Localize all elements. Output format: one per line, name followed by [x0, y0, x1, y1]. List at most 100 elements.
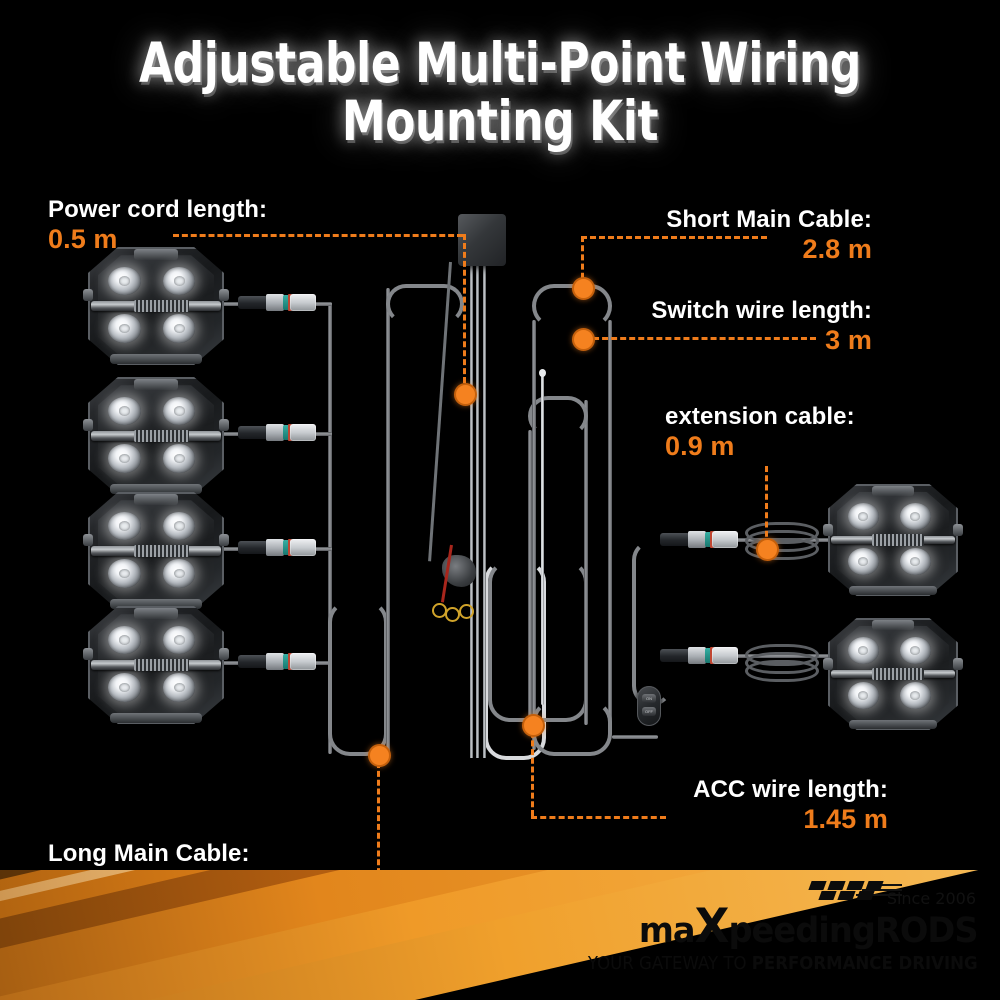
leader-power-cord: [173, 234, 463, 237]
pod-side-tab: [952, 658, 964, 670]
page-title: Adjustable Multi-Point Wiring Mounting K…: [0, 34, 1000, 150]
connector-collar: [266, 424, 284, 441]
wire-extension-branch: [632, 540, 672, 706]
callout-long-main-title: Long Main Cable:: [48, 840, 250, 867]
connector-seal: [283, 654, 291, 669]
logo-peeding: peeding: [728, 911, 876, 951]
connector-collar: [688, 531, 706, 548]
led-lens: [108, 267, 142, 296]
pod-top-plate: [872, 486, 914, 497]
led-lens: [108, 512, 142, 541]
led-lens: [162, 267, 196, 296]
connector-boot: [660, 649, 690, 662]
title-line-1: Adjustable Multi-Point Wiring: [138, 31, 862, 95]
led-pod-right-1: [822, 484, 964, 596]
logo-ma: ma: [639, 911, 696, 951]
extension-cable-coil-1: [745, 522, 819, 562]
wire-long-main-uturn: [328, 600, 388, 756]
pod-heatsink-fins: [134, 545, 189, 557]
pod-mount-bracket: [848, 585, 938, 595]
callout-acc-wire-value: 1.45 m: [803, 804, 888, 834]
wire-short-main-right: [608, 320, 612, 734]
tagline-bold: PERFORMANCE DRIVING: [752, 953, 978, 974]
led-pod-right-2: [822, 618, 964, 730]
pod-top-plate: [134, 379, 178, 390]
title-line-2: Mounting Kit: [341, 89, 659, 153]
connector-shell: [290, 424, 316, 441]
led-lens: [847, 547, 879, 575]
pod-side-tab: [218, 289, 230, 302]
node-long-main: [368, 744, 391, 767]
leader-extension: [765, 466, 768, 546]
connector-seal: [705, 532, 713, 547]
pod-side-tab: [82, 289, 94, 302]
led-lens: [108, 673, 142, 702]
pod-heatsink-fins: [872, 534, 925, 546]
pod-side-tab: [822, 658, 834, 670]
connector-shell: [290, 294, 316, 311]
wire-acc-uturn: [484, 560, 546, 760]
since-label: Since 2006: [886, 889, 976, 908]
wire-short-main-left: [532, 320, 536, 750]
wire-long-main-return: [386, 288, 390, 758]
pod-top-plate: [134, 608, 178, 619]
connector-boot: [238, 541, 268, 554]
pod-mount-bracket: [109, 484, 203, 494]
pod-mount-bracket: [848, 719, 938, 729]
ribbon-wire-2: [476, 262, 479, 758]
callout-switch-wire-title: Switch wire length:: [651, 297, 872, 324]
callout-power-cord-value: 0.5 m: [48, 224, 118, 254]
pod-mount-bracket: [109, 599, 203, 609]
led-lens: [162, 512, 196, 541]
callout-power-cord-title: Power cord length:: [48, 196, 268, 223]
callout-extension-value: 0.9 m: [665, 431, 735, 461]
led-lens: [847, 637, 879, 664]
node-short-main: [572, 277, 595, 300]
pod-side-tab: [822, 524, 834, 536]
led-lens: [847, 681, 879, 709]
callout-switch-wire-value: 3 m: [825, 325, 872, 355]
pod-top-plate: [134, 494, 178, 505]
callout-extension-title: extension cable:: [665, 403, 855, 430]
node-extension: [756, 538, 779, 561]
pod-side-tab: [82, 534, 94, 547]
callout-switch-wire: Switch wire length: 3 m: [651, 297, 872, 356]
rocker-on-button[interactable]: ON: [642, 694, 656, 703]
logo-x: X: [695, 899, 730, 954]
ring-terminal-3: [459, 604, 474, 619]
led-lens: [108, 444, 142, 473]
led-pod-left-1: [82, 247, 230, 365]
rocker-off-button[interactable]: OFF: [642, 707, 656, 716]
wire-switch-uturn: [488, 560, 588, 722]
callout-acc-wire-title: ACC wire length:: [693, 776, 888, 803]
led-lens: [899, 637, 931, 664]
pod-heatsink-fins: [872, 668, 925, 680]
wire-rocker-lead: [612, 735, 658, 739]
pod-side-tab: [82, 419, 94, 432]
pod-top-plate: [134, 249, 178, 260]
wire-switch-return: [584, 400, 588, 725]
pod-side-tab: [952, 524, 964, 536]
led-lens: [108, 559, 142, 588]
callout-acc-wire: ACC wire length: 1.45 m: [693, 776, 888, 835]
callout-short-main-title: Short Main Cable:: [666, 206, 872, 233]
leader-long-main-v: [377, 762, 380, 883]
ribbon-wire-3: [483, 262, 486, 758]
led-lens: [847, 503, 879, 530]
callout-short-main: Short Main Cable: 2.8 m: [666, 206, 872, 265]
brand-banner: Since 2006 maXpeedingRODS YOUR GATEWAY T…: [0, 870, 1000, 1000]
connector-boot: [660, 533, 690, 546]
node-power-cord: [454, 383, 477, 406]
led-lens: [162, 397, 196, 426]
led-lens: [162, 673, 196, 702]
connector-boot: [238, 655, 268, 668]
acc-probe-wire: [539, 369, 546, 705]
connector-collar: [266, 539, 284, 556]
led-lens: [899, 547, 931, 575]
connector-seal: [705, 648, 713, 663]
pod-heatsink-fins: [134, 430, 189, 442]
logo-tagline: YOUR GATEWAY TO PERFORMANCE DRIVING: [588, 953, 978, 974]
leader-short-main-h: [581, 236, 767, 239]
rocker-switch[interactable]: ON OFF: [637, 686, 661, 726]
leader-acc-h: [531, 816, 666, 819]
